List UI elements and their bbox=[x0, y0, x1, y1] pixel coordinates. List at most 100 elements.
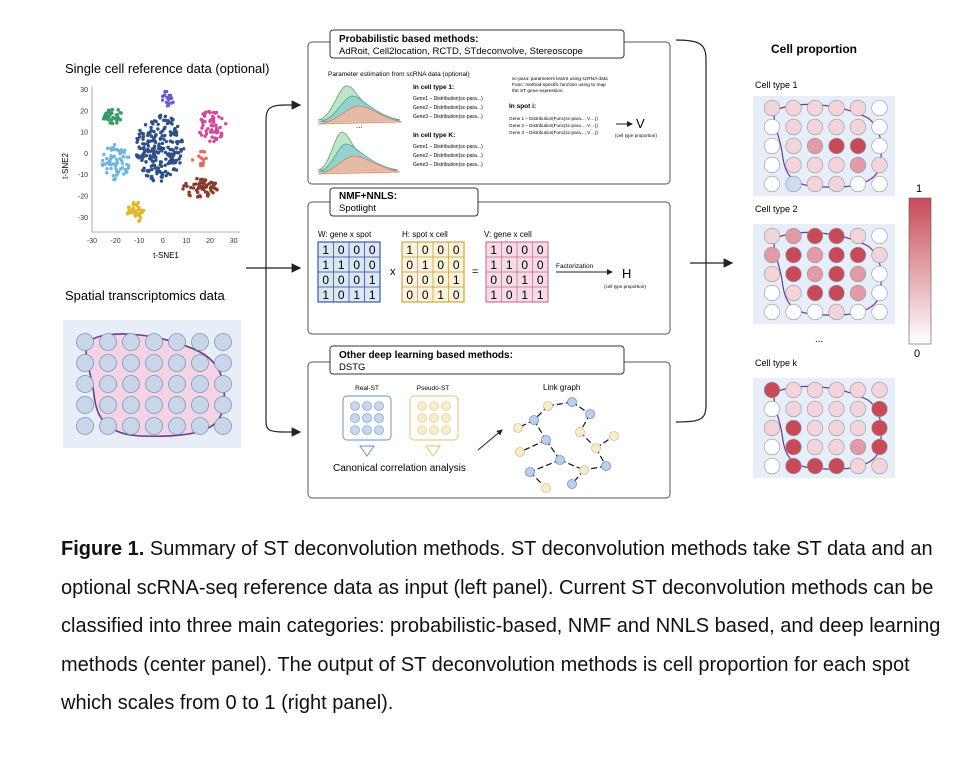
real-st-spot bbox=[350, 425, 360, 435]
prob-title: Probabilistic based methods: bbox=[339, 34, 478, 45]
matrix-value: 0 bbox=[537, 243, 544, 257]
tsne-xtick: 20 bbox=[206, 238, 214, 245]
tsne-point bbox=[167, 93, 171, 98]
density-curves-1 bbox=[317, 85, 403, 125]
tsne-point bbox=[182, 147, 186, 151]
proportion-spot bbox=[871, 156, 888, 174]
tsne-point bbox=[115, 159, 119, 164]
st-spot bbox=[191, 417, 209, 435]
tsne-point bbox=[159, 175, 163, 179]
tsne-point bbox=[202, 113, 207, 118]
tsne-ylabel: t-SNE2 bbox=[61, 153, 70, 179]
cell-type-2-grid bbox=[753, 224, 895, 324]
tsne-xtick: 10 bbox=[183, 238, 191, 245]
proportion-spot bbox=[806, 438, 824, 456]
tsne-point bbox=[113, 177, 117, 181]
proportion-spot bbox=[806, 246, 824, 264]
graph-node bbox=[567, 397, 577, 407]
graph-node bbox=[575, 427, 585, 437]
tsne-point bbox=[184, 181, 188, 186]
tsne-point bbox=[169, 152, 174, 156]
proportion-spot bbox=[785, 265, 802, 283]
tsne-point bbox=[103, 115, 108, 120]
tsne-point bbox=[159, 130, 163, 135]
matrix-value: 0 bbox=[453, 243, 460, 257]
st-spot bbox=[191, 333, 209, 351]
tsne-point bbox=[144, 160, 148, 164]
tsne-ytick: -10 bbox=[78, 172, 88, 179]
tsne-point bbox=[174, 146, 178, 150]
cell-type-k-label: Cell type k bbox=[755, 358, 798, 368]
matrix-value: 0 bbox=[537, 258, 544, 272]
proportion-spot bbox=[849, 419, 867, 437]
matrix-value: 0 bbox=[369, 243, 376, 257]
proportion-spot bbox=[871, 118, 888, 136]
proportion-spot bbox=[828, 400, 845, 418]
tsne-point bbox=[114, 167, 118, 171]
proportion-spot bbox=[828, 438, 845, 456]
proportion-spot bbox=[785, 303, 802, 321]
tsne-point bbox=[146, 169, 151, 174]
proportion-spot bbox=[828, 118, 845, 136]
tsne-point bbox=[210, 135, 214, 139]
proportion-spot bbox=[785, 284, 802, 302]
proportion-spot bbox=[828, 303, 845, 321]
nmf-panel: NMF+NNLS: Spotlight W: gene x spot H: sp… bbox=[307, 187, 671, 335]
prob-gene1-2: Gene2 – Distribution(sc-para...) bbox=[413, 105, 483, 111]
matrix-value: 1 bbox=[490, 243, 497, 257]
tsne-point bbox=[135, 136, 139, 141]
prob-genek-1: Gene1 – Distribution(sc-para...) bbox=[413, 144, 483, 150]
graph-node bbox=[541, 483, 551, 493]
tsne-xtick: 30 bbox=[230, 238, 238, 245]
st-spot bbox=[168, 417, 186, 435]
proportion-spot bbox=[871, 246, 888, 264]
proportion-spot bbox=[871, 227, 888, 245]
st-spot bbox=[214, 333, 232, 351]
input-connector bbox=[246, 100, 302, 437]
st-spot bbox=[168, 396, 186, 414]
proportion-spot bbox=[849, 265, 867, 283]
graph-node bbox=[543, 401, 553, 411]
deep-pseudo-label: Pseudo-ST bbox=[417, 385, 450, 392]
tsne-point bbox=[151, 178, 156, 183]
tsne-point bbox=[140, 158, 144, 163]
deep-title: Other deep learning based methods: bbox=[339, 350, 513, 361]
tsne-point bbox=[102, 152, 106, 157]
tsne-point bbox=[118, 157, 122, 161]
proportion-spot bbox=[871, 137, 888, 155]
nmf-factorization: Factorization bbox=[556, 263, 594, 270]
st-spot bbox=[145, 375, 163, 393]
caption-label: Figure 1. bbox=[61, 538, 145, 560]
proportion-spot bbox=[828, 156, 845, 174]
tsne-point bbox=[214, 187, 219, 191]
prob-methods: AdRoit, Cell2location, RCTD, STdeconvolv… bbox=[339, 46, 583, 57]
proportion-spot bbox=[828, 137, 845, 155]
matrix-value: 0 bbox=[453, 288, 460, 302]
matrix-value: 1 bbox=[490, 288, 497, 302]
st-spot bbox=[145, 396, 163, 414]
tsne-point bbox=[146, 144, 151, 148]
tsne-point bbox=[191, 186, 196, 190]
proportion-spot bbox=[763, 284, 781, 302]
proportion-spot bbox=[763, 419, 781, 437]
prob-note3: the ST gene expression bbox=[512, 88, 563, 94]
tsne-point bbox=[187, 190, 191, 194]
proportion-spot bbox=[763, 381, 781, 399]
tsne-point bbox=[112, 143, 117, 147]
proportion-spot bbox=[785, 246, 802, 264]
tsne-point bbox=[155, 169, 160, 174]
prob-spot: In spot i: bbox=[509, 103, 536, 110]
graph-node bbox=[541, 435, 551, 445]
matrix-value: 0 bbox=[338, 243, 345, 257]
matrix-value: 1 bbox=[406, 243, 413, 257]
tsne-ytick: 0 bbox=[84, 151, 88, 158]
st-spot bbox=[145, 354, 163, 372]
prob-v: V bbox=[636, 116, 645, 131]
deep-link-label: Link graph bbox=[543, 383, 580, 392]
tsne-point bbox=[215, 137, 219, 141]
pseudo-st-spot bbox=[417, 413, 427, 423]
tsne-point bbox=[203, 179, 207, 183]
matrix-value: 1 bbox=[422, 258, 429, 272]
matrix-value: 1 bbox=[506, 258, 513, 272]
